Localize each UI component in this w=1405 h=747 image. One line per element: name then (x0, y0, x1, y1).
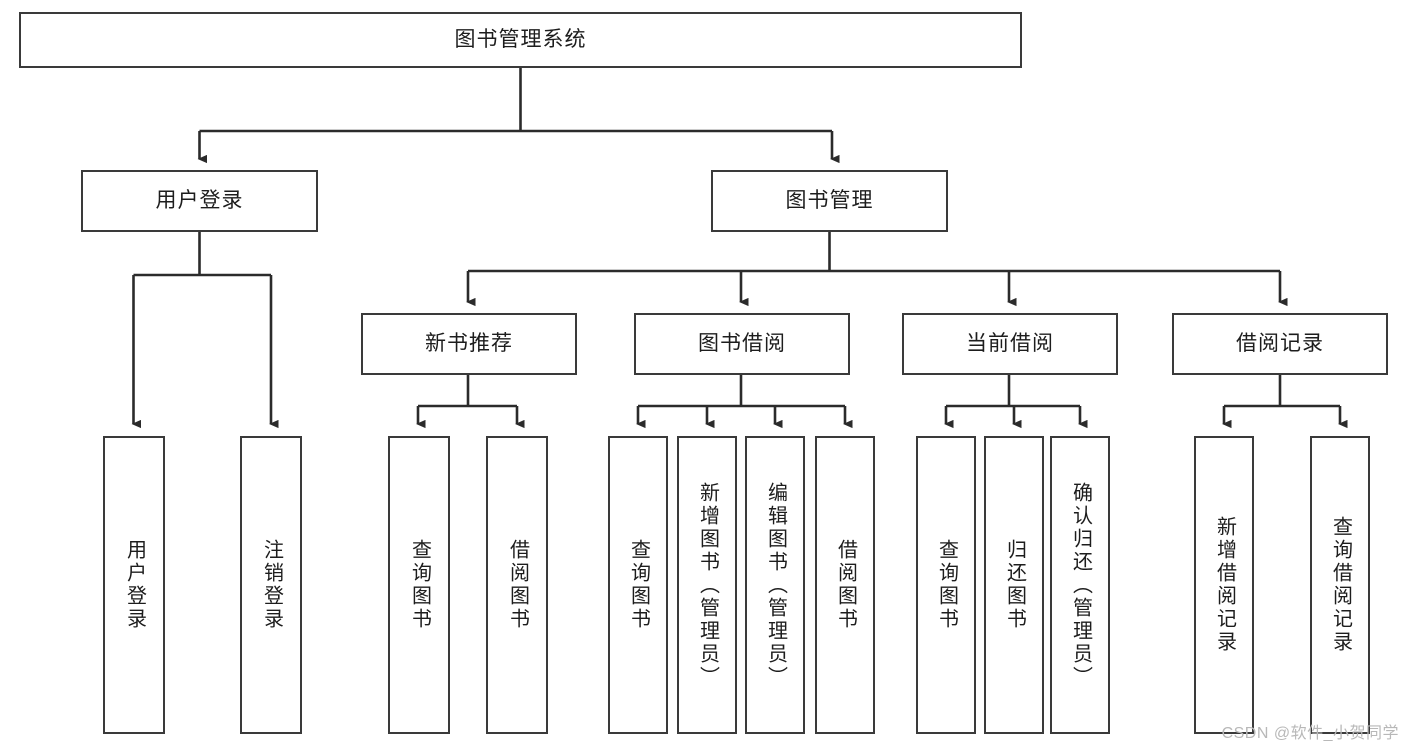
node-leaf-confirm-return[interactable]: 确认归还（管理员） (1050, 436, 1110, 734)
node-leaf-add-record[interactable]: 新增借阅记录 (1194, 436, 1254, 734)
node-user-login[interactable]: 用户登录 (81, 170, 318, 232)
node-book-manage-label: 图书管理 (785, 189, 874, 213)
node-leaf-add-record-label: 新增借阅记录 (1213, 516, 1236, 654)
node-leaf-confirm-return-label: 确认归还（管理员） (1069, 481, 1092, 689)
node-leaf-user-login-label: 用户登录 (123, 539, 146, 631)
node-new-book-recommend[interactable]: 新书推荐 (361, 313, 577, 375)
node-leaf-return-book-label: 归还图书 (1003, 539, 1026, 631)
node-current-borrow-label: 当前借阅 (966, 332, 1054, 356)
node-leaf-query-record[interactable]: 查询借阅记录 (1310, 436, 1370, 734)
node-leaf-edit-book[interactable]: 编辑图书（管理员） (745, 436, 805, 734)
node-leaf-borrow-book-1[interactable]: 借阅图书 (486, 436, 548, 734)
node-book-borrow-label: 图书借阅 (698, 332, 786, 356)
watermark-text: CSDN @软件_小贺同学 (1221, 725, 1399, 742)
node-leaf-add-book-label: 新增图书（管理员） (696, 481, 719, 689)
node-leaf-borrow-book-2-label: 借阅图书 (834, 539, 857, 631)
node-leaf-query-record-label: 查询借阅记录 (1329, 516, 1352, 654)
node-user-login-label: 用户登录 (155, 189, 244, 213)
node-leaf-user-login[interactable]: 用户登录 (103, 436, 165, 734)
node-book-manage[interactable]: 图书管理 (711, 170, 948, 232)
node-leaf-add-book[interactable]: 新增图书（管理员） (677, 436, 737, 734)
node-leaf-edit-book-label: 编辑图书（管理员） (764, 481, 787, 689)
node-leaf-query-book-1[interactable]: 查询图书 (388, 436, 450, 734)
node-leaf-borrow-book-1-label: 借阅图书 (506, 539, 529, 631)
node-leaf-query-book-3[interactable]: 查询图书 (916, 436, 976, 734)
node-leaf-logout-login-label: 注销登录 (260, 539, 283, 631)
node-leaf-query-book-3-label: 查询图书 (935, 539, 958, 631)
node-book-borrow[interactable]: 图书借阅 (634, 313, 850, 375)
node-leaf-return-book[interactable]: 归还图书 (984, 436, 1044, 734)
node-new-book-recommend-label: 新书推荐 (425, 332, 513, 356)
node-leaf-query-book-2[interactable]: 查询图书 (608, 436, 668, 734)
node-leaf-logout-login[interactable]: 注销登录 (240, 436, 302, 734)
node-leaf-query-book-1-label: 查询图书 (408, 539, 431, 631)
node-borrow-record[interactable]: 借阅记录 (1172, 313, 1388, 375)
node-current-borrow[interactable]: 当前借阅 (902, 313, 1118, 375)
node-leaf-query-book-2-label: 查询图书 (627, 539, 650, 631)
node-root[interactable]: 图书管理系统 (19, 12, 1022, 68)
node-borrow-record-label: 借阅记录 (1236, 332, 1324, 356)
node-root-label: 图书管理系统 (454, 28, 587, 52)
node-leaf-borrow-book-2[interactable]: 借阅图书 (815, 436, 875, 734)
